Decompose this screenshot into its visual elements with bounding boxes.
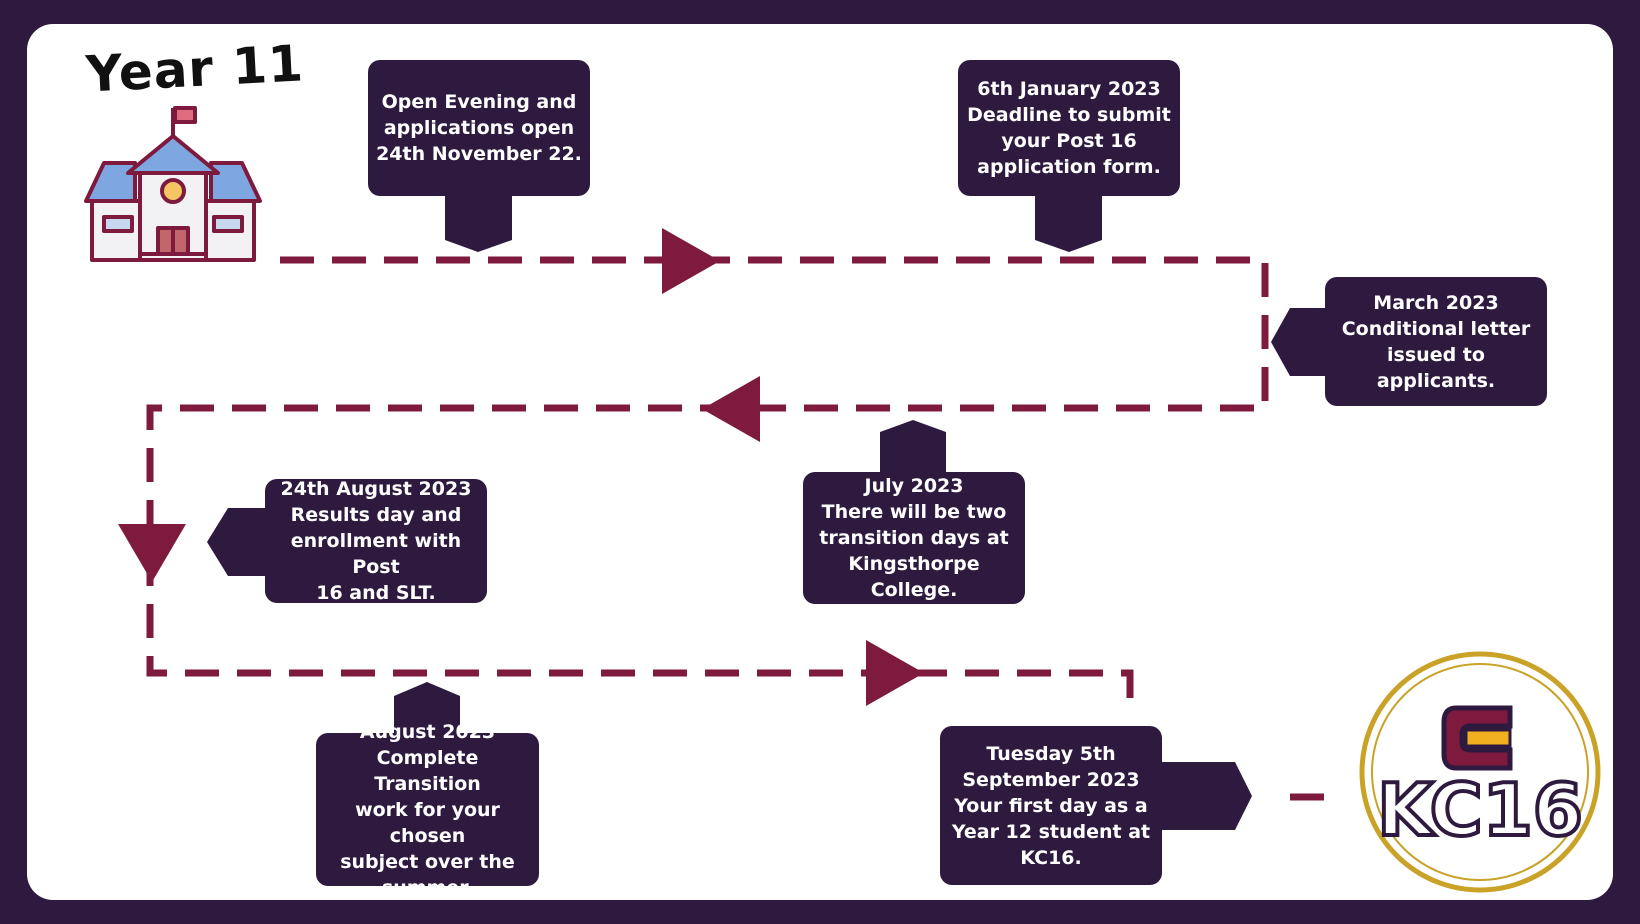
path-segment-1 xyxy=(146,256,1269,712)
box-pointer xyxy=(1155,762,1252,830)
page-title: Year 11 xyxy=(84,34,306,104)
left-arrow-icon xyxy=(702,376,760,442)
step-conditional-letter: March 2023 Conditional letter issued to … xyxy=(1325,277,1547,406)
box-pointer xyxy=(1035,190,1102,252)
box-pointer xyxy=(1271,308,1330,376)
box-pointer xyxy=(207,508,268,576)
step-results-day: 24th August 2023 Results day and enrollm… xyxy=(265,478,487,604)
infographic-card xyxy=(27,24,1613,900)
box-pointer xyxy=(394,682,460,740)
right-arrow-icon xyxy=(866,640,924,706)
box-pointer xyxy=(880,420,946,480)
school-building-icon xyxy=(84,106,262,262)
step-open-evening: Open Evening and applications open 24th … xyxy=(368,60,590,196)
step-first-day: Tuesday 5th September 2023 Your first da… xyxy=(940,726,1162,885)
step-application-deadline: 6th January 2023 Deadline to submit your… xyxy=(958,60,1180,196)
logo-text: KC16 xyxy=(1375,768,1585,852)
down-arrow-icon xyxy=(118,524,186,582)
step-transition-days: July 2023 There will be two transition d… xyxy=(803,472,1025,604)
right-arrow-icon xyxy=(662,228,720,294)
kc16-logo xyxy=(1359,651,1601,893)
step-transition-work: August 2023 Complete Transition work for… xyxy=(316,721,539,899)
box-pointer xyxy=(445,190,512,252)
